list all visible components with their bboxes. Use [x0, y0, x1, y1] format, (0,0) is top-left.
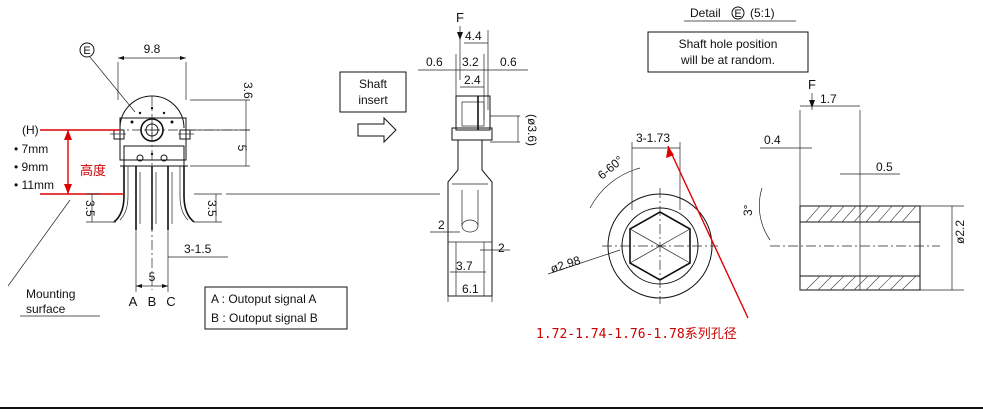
shaft-hole-note-box — [647, 31, 809, 73]
left-view: E 9.8 — [7, 42, 440, 317]
dim-36: 3.6 — [241, 82, 255, 99]
dim-37: 3.7 — [456, 259, 473, 273]
height-chinese-label: 高度 — [80, 163, 106, 179]
dim-top-width: 9.8 — [144, 42, 161, 56]
dim-3deg: 3° — [741, 204, 755, 216]
shaft-hole-note-line1: Shaft hole position — [679, 37, 778, 51]
dim-660: 6-60° — [595, 153, 626, 182]
dim-5-bottom: 5 — [149, 270, 156, 284]
detail-marker-circle — [79, 42, 95, 58]
dim-04: 0.4 — [764, 133, 781, 147]
mounting-leg-left — [113, 166, 125, 223]
dim-32: 3.2 — [462, 55, 479, 69]
dim-phi22: ø2.2 — [953, 220, 967, 244]
dim-5-right: 5 — [235, 145, 249, 152]
dim-06-right: 0.6 — [500, 55, 517, 69]
mounting-surface-line2: surface — [26, 302, 66, 316]
dim-phi36: (ø3.6) — [525, 114, 539, 146]
shaft-insert: Shaft insert — [339, 71, 407, 144]
series-annotation: 1.72-1.74-1.76-1.78系列孔径 — [536, 327, 737, 342]
height-option-11: • 11mm — [14, 178, 54, 192]
signal-legend: A : Outoput signal A B : Outoput signal … — [204, 286, 348, 330]
dim-315: 3-1.5 — [184, 242, 212, 256]
detail-view: Detail E (5:1) Shaft hole position will … — [547, 6, 967, 319]
height-option-9: • 9mm — [14, 160, 48, 174]
hatching-top — [805, 205, 917, 223]
dim-35-left: 3.5 — [83, 200, 97, 217]
detail-title: Detail — [690, 6, 721, 20]
detail-marker-label: E — [734, 8, 741, 20]
dim-2-right: 2 — [498, 241, 505, 255]
shaft-insert-line1: Shaft — [359, 77, 388, 91]
insert-arrow-icon — [357, 116, 397, 144]
dim-35-right: 3.5 — [205, 200, 219, 217]
mounting-surface-line1: Mounting — [26, 287, 75, 301]
annotation-leader — [667, 145, 749, 319]
mounting-leg-right — [183, 166, 195, 223]
dim-06-left: 0.6 — [426, 55, 443, 69]
pin-label-a: A — [129, 294, 138, 309]
pin-label-b: B — [148, 294, 157, 309]
shaft-insert-box — [339, 71, 407, 113]
middle-view: F 4.4 0.6 3.2 0.6 2.4 (ø3.6) — [418, 10, 539, 302]
height-label: (H) — [22, 123, 39, 137]
shaft-hole-note-line2: will be at random. — [680, 53, 775, 67]
pin-label-c: C — [166, 294, 175, 309]
signal-a-text: A : Outoput signal A — [211, 292, 316, 306]
dim-phi298: ø2.98 — [549, 253, 583, 276]
mounting-leader — [7, 199, 71, 287]
signal-b-text: B : Outoput signal B — [211, 311, 318, 325]
dim-44: 4.4 — [465, 29, 482, 43]
hatching-bottom — [805, 275, 917, 291]
shaft-insert-line2: insert — [358, 93, 388, 107]
dim-2-left: 2 — [438, 218, 445, 232]
dim-61: 6.1 — [462, 282, 479, 296]
dim-17: 1.7 — [820, 92, 837, 106]
dim-24: 2.4 — [464, 73, 481, 87]
f-mark-middle: F — [456, 10, 464, 25]
dim-3173: 3-1.73 — [636, 131, 670, 145]
dim-05: 0.5 — [876, 160, 893, 174]
detail-leader — [89, 56, 136, 113]
f-mark-detail: F — [808, 77, 816, 92]
detail-scale: (5:1) — [750, 6, 775, 20]
detail-marker-label: E — [83, 45, 90, 57]
height-option-7: • 7mm — [14, 142, 48, 156]
